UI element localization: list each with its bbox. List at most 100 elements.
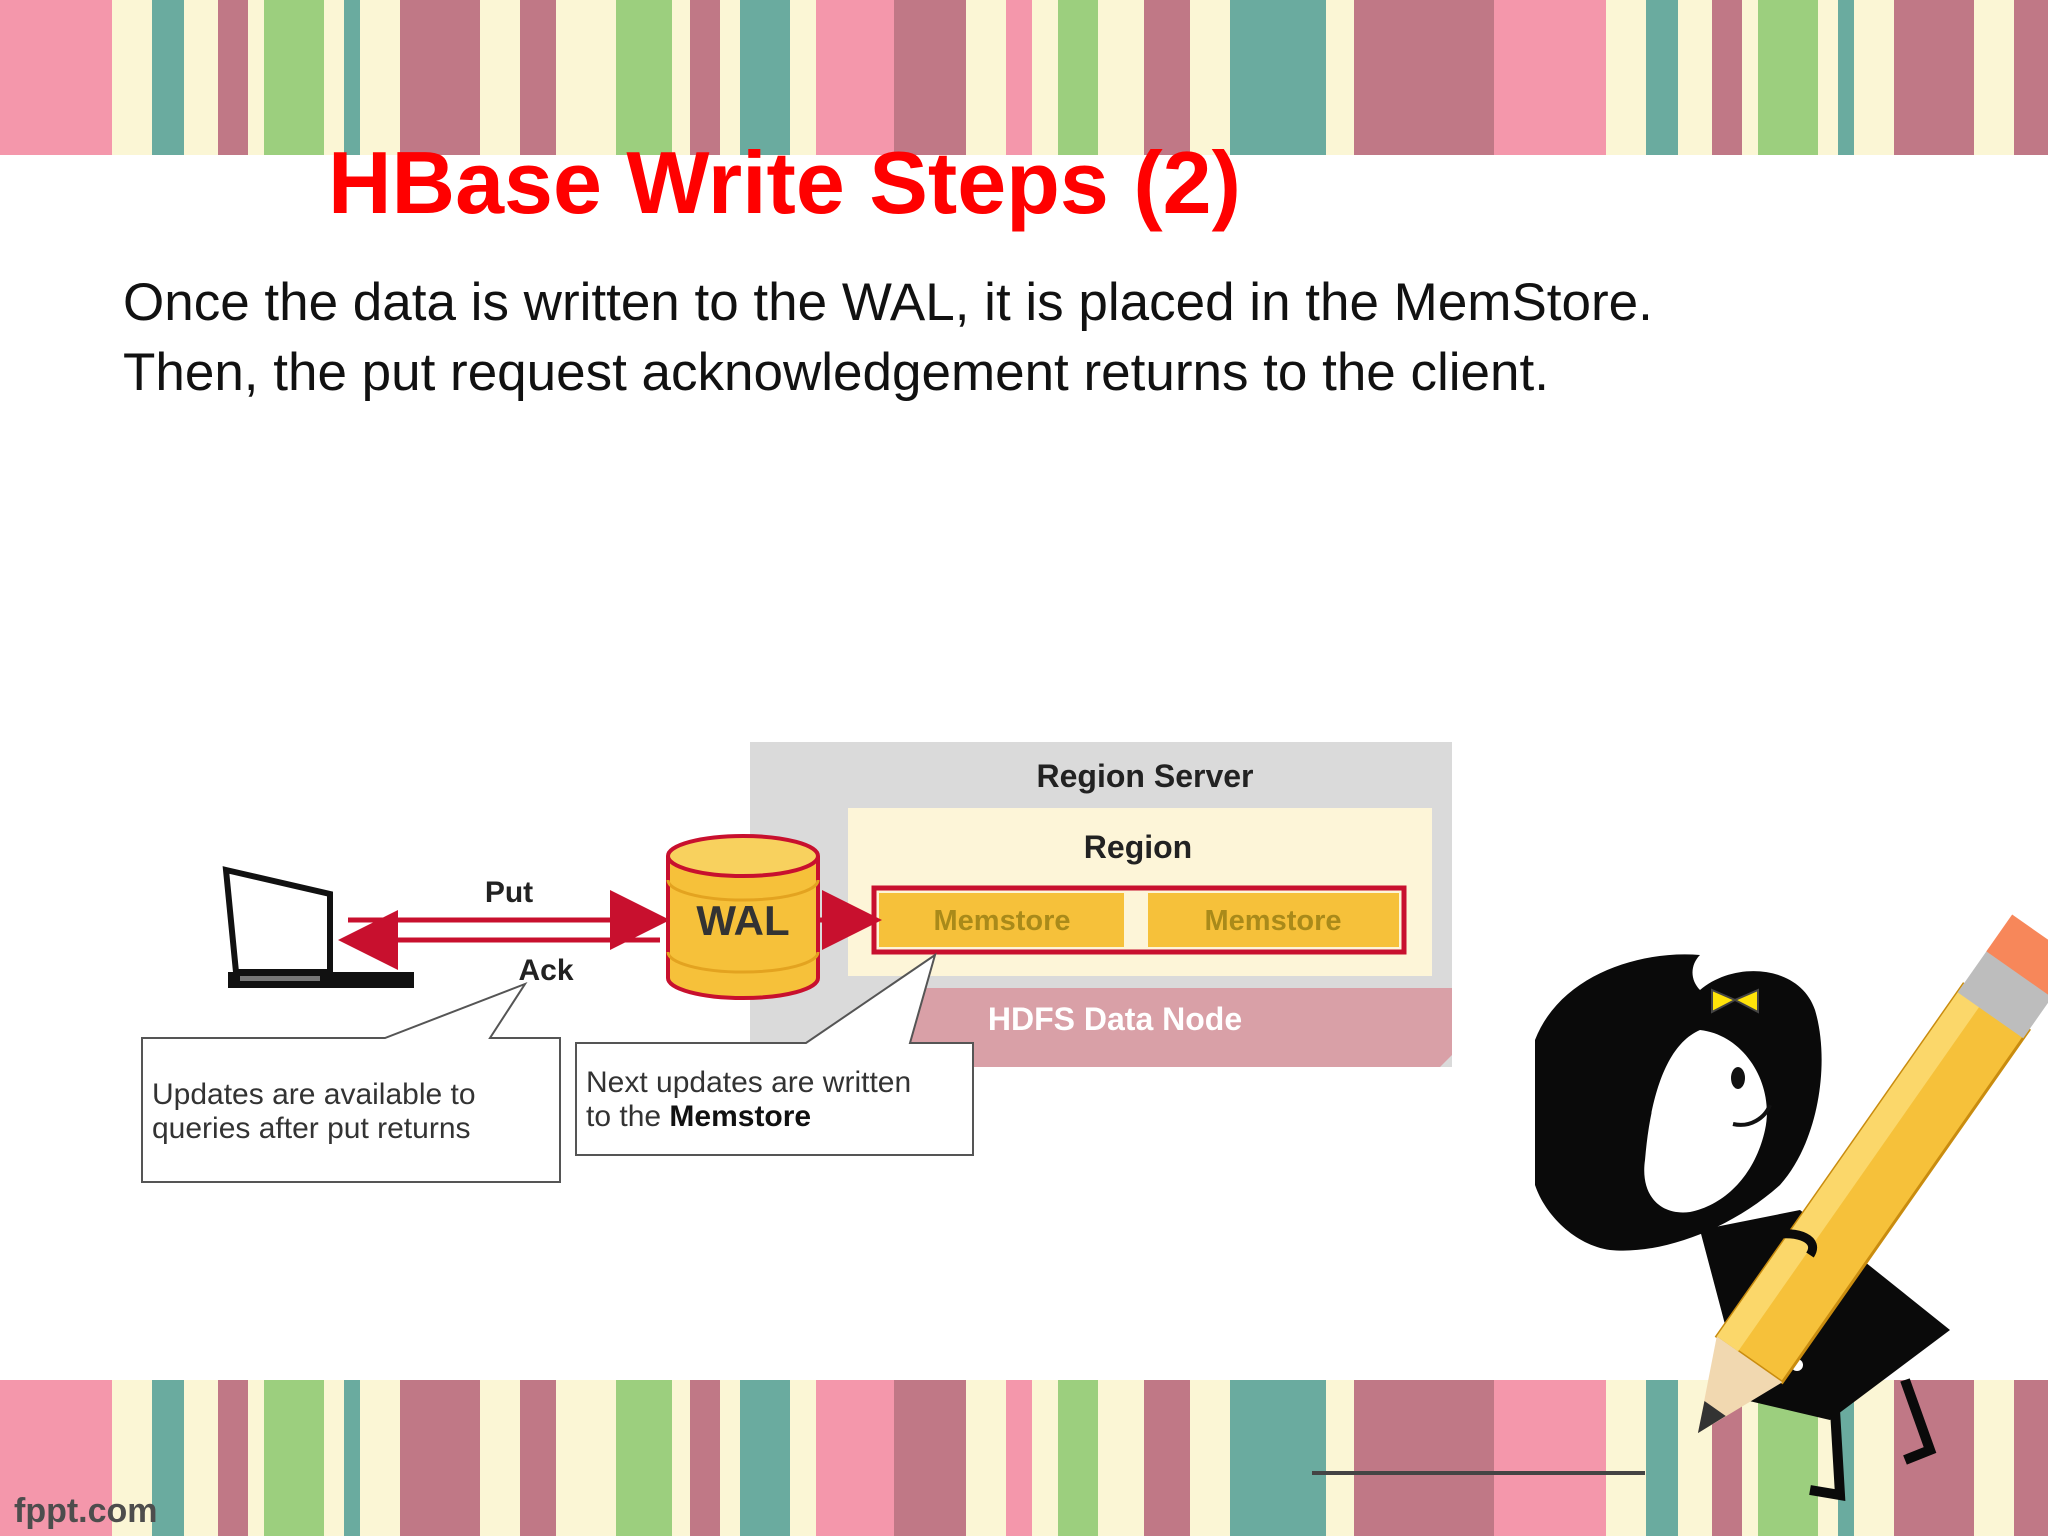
stripe xyxy=(556,0,616,155)
stripe xyxy=(1606,1380,1646,1536)
footer-brand: fppt.com xyxy=(14,1492,158,1530)
stripe xyxy=(264,0,324,155)
stripe xyxy=(1742,1380,1758,1536)
stripe xyxy=(1758,0,1818,155)
stripe xyxy=(1974,0,2014,155)
stripe xyxy=(1006,1380,1032,1536)
bottom-stripe-banner xyxy=(0,1380,2048,1536)
stripe xyxy=(690,1380,720,1536)
stripe xyxy=(1354,1380,1494,1536)
callout-right-box xyxy=(575,952,974,1156)
stripe xyxy=(1230,0,1326,155)
stripe xyxy=(1058,1380,1098,1536)
callout-left-line-2: queries after put returns xyxy=(152,1112,471,1145)
hdfs-data-node-band xyxy=(905,988,1452,1067)
memstore-label-1: Memstore xyxy=(934,905,1071,937)
body-line-2: Then, the put request acknowledgement re… xyxy=(123,343,1549,402)
callout-right-line-2: to the Memstore xyxy=(586,1100,811,1133)
stripe xyxy=(480,0,520,155)
top-stripe-banner xyxy=(0,0,2048,155)
stripe xyxy=(1646,1380,1678,1536)
stripe xyxy=(112,1380,152,1536)
callout-left-box xyxy=(141,981,561,1183)
stripe xyxy=(324,1380,344,1536)
stripe xyxy=(616,1380,672,1536)
stripe xyxy=(816,0,894,155)
stripe xyxy=(1230,1380,1326,1536)
database-icon xyxy=(666,834,820,1000)
stripe xyxy=(1144,1380,1190,1536)
stripe xyxy=(248,0,264,155)
stripe xyxy=(1494,0,1606,155)
memstore-label-2: Memstore xyxy=(1205,905,1342,937)
stripe xyxy=(360,0,400,155)
stripe xyxy=(520,1380,556,1536)
stripe xyxy=(264,1380,324,1536)
stripe xyxy=(720,0,740,155)
stripe xyxy=(1818,0,1838,155)
region-label: Region xyxy=(1084,829,1192,865)
stripe xyxy=(1098,1380,1144,1536)
stripe xyxy=(344,1380,360,1536)
slide-body: Once the data is written to the WAL, it … xyxy=(123,268,1653,408)
stripe xyxy=(112,0,152,155)
slide-title: HBase Write Steps (2) xyxy=(328,133,1241,232)
stripe xyxy=(218,1380,248,1536)
region-server-label: Region Server xyxy=(1037,758,1254,794)
stripe xyxy=(1712,0,1742,155)
stripe xyxy=(480,1380,520,1536)
stripe xyxy=(360,1380,400,1536)
stripe xyxy=(720,1380,740,1536)
stripe xyxy=(1190,0,1230,155)
stripe xyxy=(1646,0,1678,155)
stripe xyxy=(556,1380,616,1536)
stripe xyxy=(0,1380,112,1536)
body-line-1: Once the data is written to the WAL, it … xyxy=(123,273,1653,332)
stripe xyxy=(520,0,556,155)
stripe xyxy=(790,0,816,155)
stripe xyxy=(966,1380,1006,1536)
stripe xyxy=(218,0,248,155)
stripe xyxy=(1098,0,1144,155)
stripe xyxy=(1032,0,1058,155)
stripe xyxy=(1854,0,1894,155)
stripe xyxy=(248,1380,264,1536)
stripe xyxy=(1354,0,1494,155)
stripe xyxy=(1144,0,1190,155)
stripe xyxy=(1974,1380,2014,1536)
callout-right-line-2-bold: Memstore xyxy=(669,1100,811,1133)
stripe xyxy=(672,1380,690,1536)
stripe xyxy=(1894,0,1974,155)
stripe xyxy=(616,0,672,155)
hdfs-data-node-label: HDFS Data Node xyxy=(988,1001,1242,1037)
stripe xyxy=(690,0,720,155)
stripe xyxy=(0,0,112,155)
stripe xyxy=(894,1380,966,1536)
memstore-box-1 xyxy=(879,893,1124,947)
put-label: Put xyxy=(485,876,533,909)
wal-label: WAL xyxy=(696,897,789,944)
stripe xyxy=(816,1380,894,1536)
stripe xyxy=(2014,1380,2048,1536)
stripe xyxy=(1326,0,1354,155)
stripe xyxy=(184,1380,218,1536)
stripe xyxy=(966,0,1006,155)
stripe xyxy=(1326,1380,1354,1536)
callout-right-line-2-prefix: to the xyxy=(586,1100,669,1133)
stripe xyxy=(1854,1380,1894,1536)
memstore-box-2 xyxy=(1148,893,1399,947)
stripe xyxy=(2014,0,2048,155)
stripe xyxy=(400,0,480,155)
stripe xyxy=(1838,0,1854,155)
stripe xyxy=(672,0,690,155)
stripe xyxy=(400,1380,480,1536)
stripe xyxy=(1494,1380,1606,1536)
laptop-icon xyxy=(222,866,414,988)
stripe xyxy=(344,0,360,155)
stripe xyxy=(1606,0,1646,155)
stripe xyxy=(324,0,344,155)
stripe xyxy=(152,1380,184,1536)
ack-label: Ack xyxy=(518,954,573,987)
